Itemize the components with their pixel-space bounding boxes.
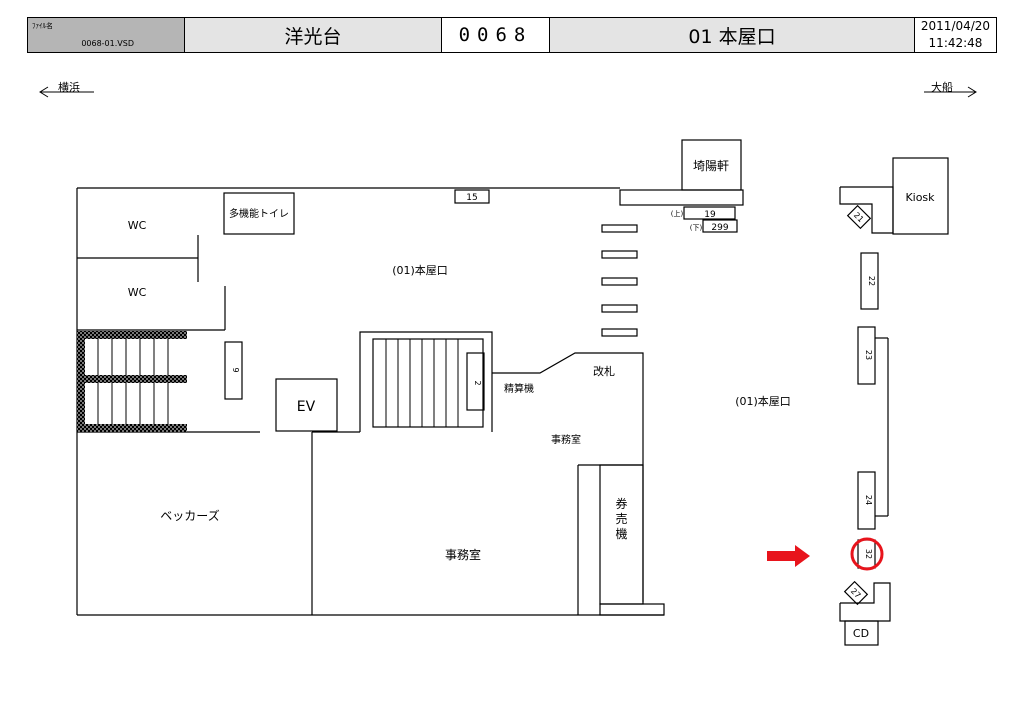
stairs-inner (372, 338, 484, 428)
cd-counter (839, 582, 891, 622)
file-name-value: 0068-01.VSD (81, 39, 134, 48)
wc-upper-label: WC (128, 219, 147, 232)
file-name-label: ﾌｧｲﾙ名 (32, 22, 53, 30)
ticket-machine-label: 券売機 (614, 496, 628, 542)
box-2 (466, 352, 485, 411)
kiosk-box (892, 157, 949, 235)
number-23: 23 (864, 350, 873, 360)
cd-box (844, 620, 879, 646)
concourse-label: (01)本屋口 (392, 263, 448, 277)
stair-treads (385, 339, 459, 427)
number-299: 299 (711, 223, 728, 233)
station-name: 洋光台 (185, 18, 442, 52)
box-9 (224, 341, 243, 400)
box-15 (454, 189, 490, 204)
number-22: 22 (867, 276, 876, 286)
direction-left-label: 横浜 (58, 81, 80, 94)
gate-label: 改札 (593, 364, 615, 378)
escalator-group (77, 331, 187, 432)
box-24 (857, 471, 876, 530)
office-small-label: 事務室 (551, 433, 581, 446)
number-32: 32 (864, 549, 873, 559)
number-24: 24 (864, 495, 873, 505)
number-19: 19 (704, 210, 716, 220)
header-bar: ﾌｧｲﾙ名 0068-01.VSD 洋光台 0068 01 本屋口 2011/0… (27, 17, 997, 53)
up-mark: (上) (671, 209, 684, 218)
station-code: 0068 (442, 18, 550, 52)
crosswalk-bar-4 (601, 304, 638, 313)
down-mark: (下) (690, 224, 703, 232)
highlight-circle (850, 537, 884, 571)
ticket-machine-base (599, 603, 665, 616)
cd-label: CD (853, 627, 869, 640)
shop-top-label: 埼陽軒 (693, 159, 729, 173)
elevator-box (275, 378, 338, 432)
crosswalk-bar-5 (601, 328, 638, 337)
number-2: 2 (473, 380, 482, 385)
bakery-label: ベッカーズ (160, 508, 219, 523)
box-23 (857, 326, 876, 385)
wc-lower-label: WC (128, 286, 147, 299)
timestamp-date: 2011/04/20 (920, 19, 991, 33)
gate-wall (492, 352, 644, 602)
kiosk-label: Kiosk (905, 191, 935, 204)
direction-right-arrow (924, 86, 977, 98)
highlight-arrow (767, 545, 810, 567)
crosswalk-bar-2 (601, 250, 638, 259)
stairs-outline (359, 331, 493, 432)
box-19 (683, 206, 736, 220)
accessible-toilet-label: 多機能トイレ (229, 207, 289, 220)
fare-adjust-label: 精算機 (504, 382, 534, 395)
counter-bar (619, 189, 744, 206)
exit-name: 01 本屋口 (550, 18, 915, 52)
timestamp-time: 11:42:48 (928, 36, 983, 50)
kiosk-counter (839, 186, 894, 234)
crosswalk-bar-3 (601, 277, 638, 286)
timestamp-cell: 2011/04/20 11:42:48 (915, 18, 996, 52)
direction-right-label: 大船 (931, 81, 953, 94)
direction-left-arrow (39, 86, 94, 98)
accessible-toilet-box (223, 192, 295, 235)
box-21 (846, 204, 872, 230)
box-27 (843, 580, 869, 606)
outside-label: (01)本屋口 (735, 394, 791, 408)
office-large-label: 事務室 (445, 547, 481, 562)
box-22 (860, 252, 879, 310)
file-name-cell: ﾌｧｲﾙ名 0068-01.VSD (28, 18, 185, 52)
box-299 (702, 219, 738, 233)
crosswalk-bar-1 (601, 224, 638, 233)
number-15: 15 (466, 193, 477, 203)
ev-label: EV (297, 399, 316, 415)
number-9: 9 (231, 367, 240, 372)
